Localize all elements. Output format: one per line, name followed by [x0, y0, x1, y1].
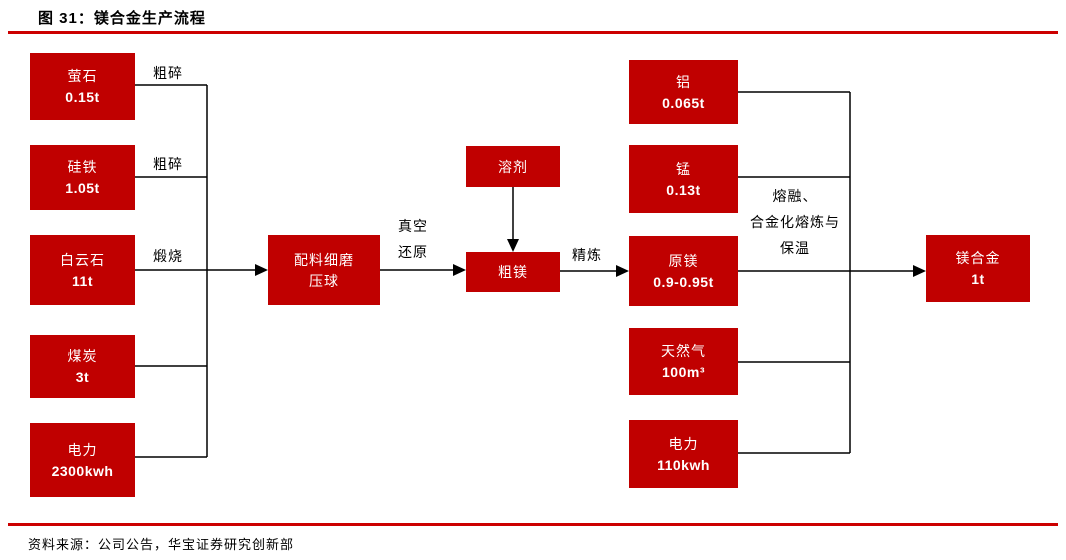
node-manganese-name: 锰	[676, 160, 691, 177]
edge-label-vacuum-line2: 还原	[398, 244, 428, 260]
node-flux: 溶剂	[466, 146, 560, 187]
edge-label-vacuum-reduction: 真空 还原	[383, 213, 443, 265]
node-manganese-value: 0.13t	[666, 181, 701, 198]
edge-label-crush-fluorite: 粗碎	[153, 65, 183, 81]
node-ferrosilicon: 硅铁 1.05t	[30, 145, 135, 210]
node-coal-value: 3t	[75, 369, 90, 385]
node-magnesium-alloy: 镁合金 1t	[926, 235, 1030, 302]
node-flux-name: 溶剂	[498, 158, 528, 175]
connector-lines	[135, 84, 916, 458]
node-aluminum: 铝 0.065t	[629, 60, 738, 124]
node-electricity-alloy: 电力 110kwh	[629, 420, 738, 488]
node-fluorite-name: 萤石	[67, 68, 98, 84]
edge-label-crush-ferrosilicon: 粗碎	[153, 156, 183, 172]
node-dolomite: 白云石 11t	[30, 235, 135, 305]
node-mixing-line2: 压球	[309, 272, 339, 289]
node-fluorite-value: 0.15t	[65, 89, 100, 105]
node-electricity-raw: 电力 2300kwh	[30, 423, 135, 497]
node-fluorite: 萤石 0.15t	[30, 53, 135, 120]
node-mixing-line1: 配料细磨	[294, 251, 354, 268]
arrowheads	[255, 239, 926, 277]
node-electricity-alloy-value: 110kwh	[657, 456, 710, 473]
node-mixing-briquetting: 配料细磨 压球	[268, 235, 380, 305]
edge-label-alloying: 熔融、 合金化熔炼与 保温	[740, 183, 850, 261]
node-manganese: 锰 0.13t	[629, 145, 738, 213]
edge-label-alloying-line2: 合金化熔炼与	[750, 214, 840, 230]
node-magnesium-alloy-value: 1t	[971, 271, 985, 287]
node-magnesium-alloy-name: 镁合金	[955, 250, 1001, 266]
node-electricity-alloy-name: 电力	[668, 435, 699, 452]
edge-label-vacuum-line1: 真空	[398, 218, 428, 234]
edge-label-refining: 精炼	[572, 247, 602, 263]
node-ferrosilicon-name: 硅铁	[67, 159, 98, 175]
node-coal: 煤炭 3t	[30, 335, 135, 398]
edge-label-alloying-line1: 熔融、	[772, 188, 818, 204]
bottom-rule	[8, 523, 1058, 526]
node-aluminum-name: 铝	[676, 73, 691, 90]
node-raw-magnesium-value: 0.9-0.95t	[653, 273, 714, 290]
node-natural-gas-name: 天然气	[661, 343, 706, 359]
node-dolomite-value: 11t	[72, 272, 93, 289]
node-natural-gas: 天然气 100m³	[629, 328, 738, 395]
node-ferrosilicon-value: 1.05t	[65, 180, 100, 196]
node-aluminum-value: 0.065t	[662, 94, 705, 111]
node-electricity-raw-value: 2300kwh	[51, 462, 114, 479]
edge-label-alloying-line3: 保温	[780, 240, 810, 256]
node-raw-magnesium: 原镁 0.9-0.95t	[629, 236, 738, 306]
node-electricity-raw-name: 电力	[67, 441, 98, 458]
source-note: 资料来源：公司公告，华宝证券研究创新部	[28, 537, 295, 552]
node-coal-name: 煤炭	[67, 348, 98, 364]
top-rule	[8, 31, 1058, 34]
node-natural-gas-value: 100m³	[662, 364, 705, 380]
node-dolomite-name: 白云石	[60, 251, 105, 268]
node-crude-magnesium-name: 粗镁	[498, 264, 528, 280]
node-raw-magnesium-name: 原镁	[668, 252, 699, 269]
node-crude-magnesium: 粗镁	[466, 252, 560, 292]
edge-label-calcination: 煅烧	[153, 248, 183, 264]
figure-title: 图 31：镁合金生产流程	[38, 10, 206, 27]
